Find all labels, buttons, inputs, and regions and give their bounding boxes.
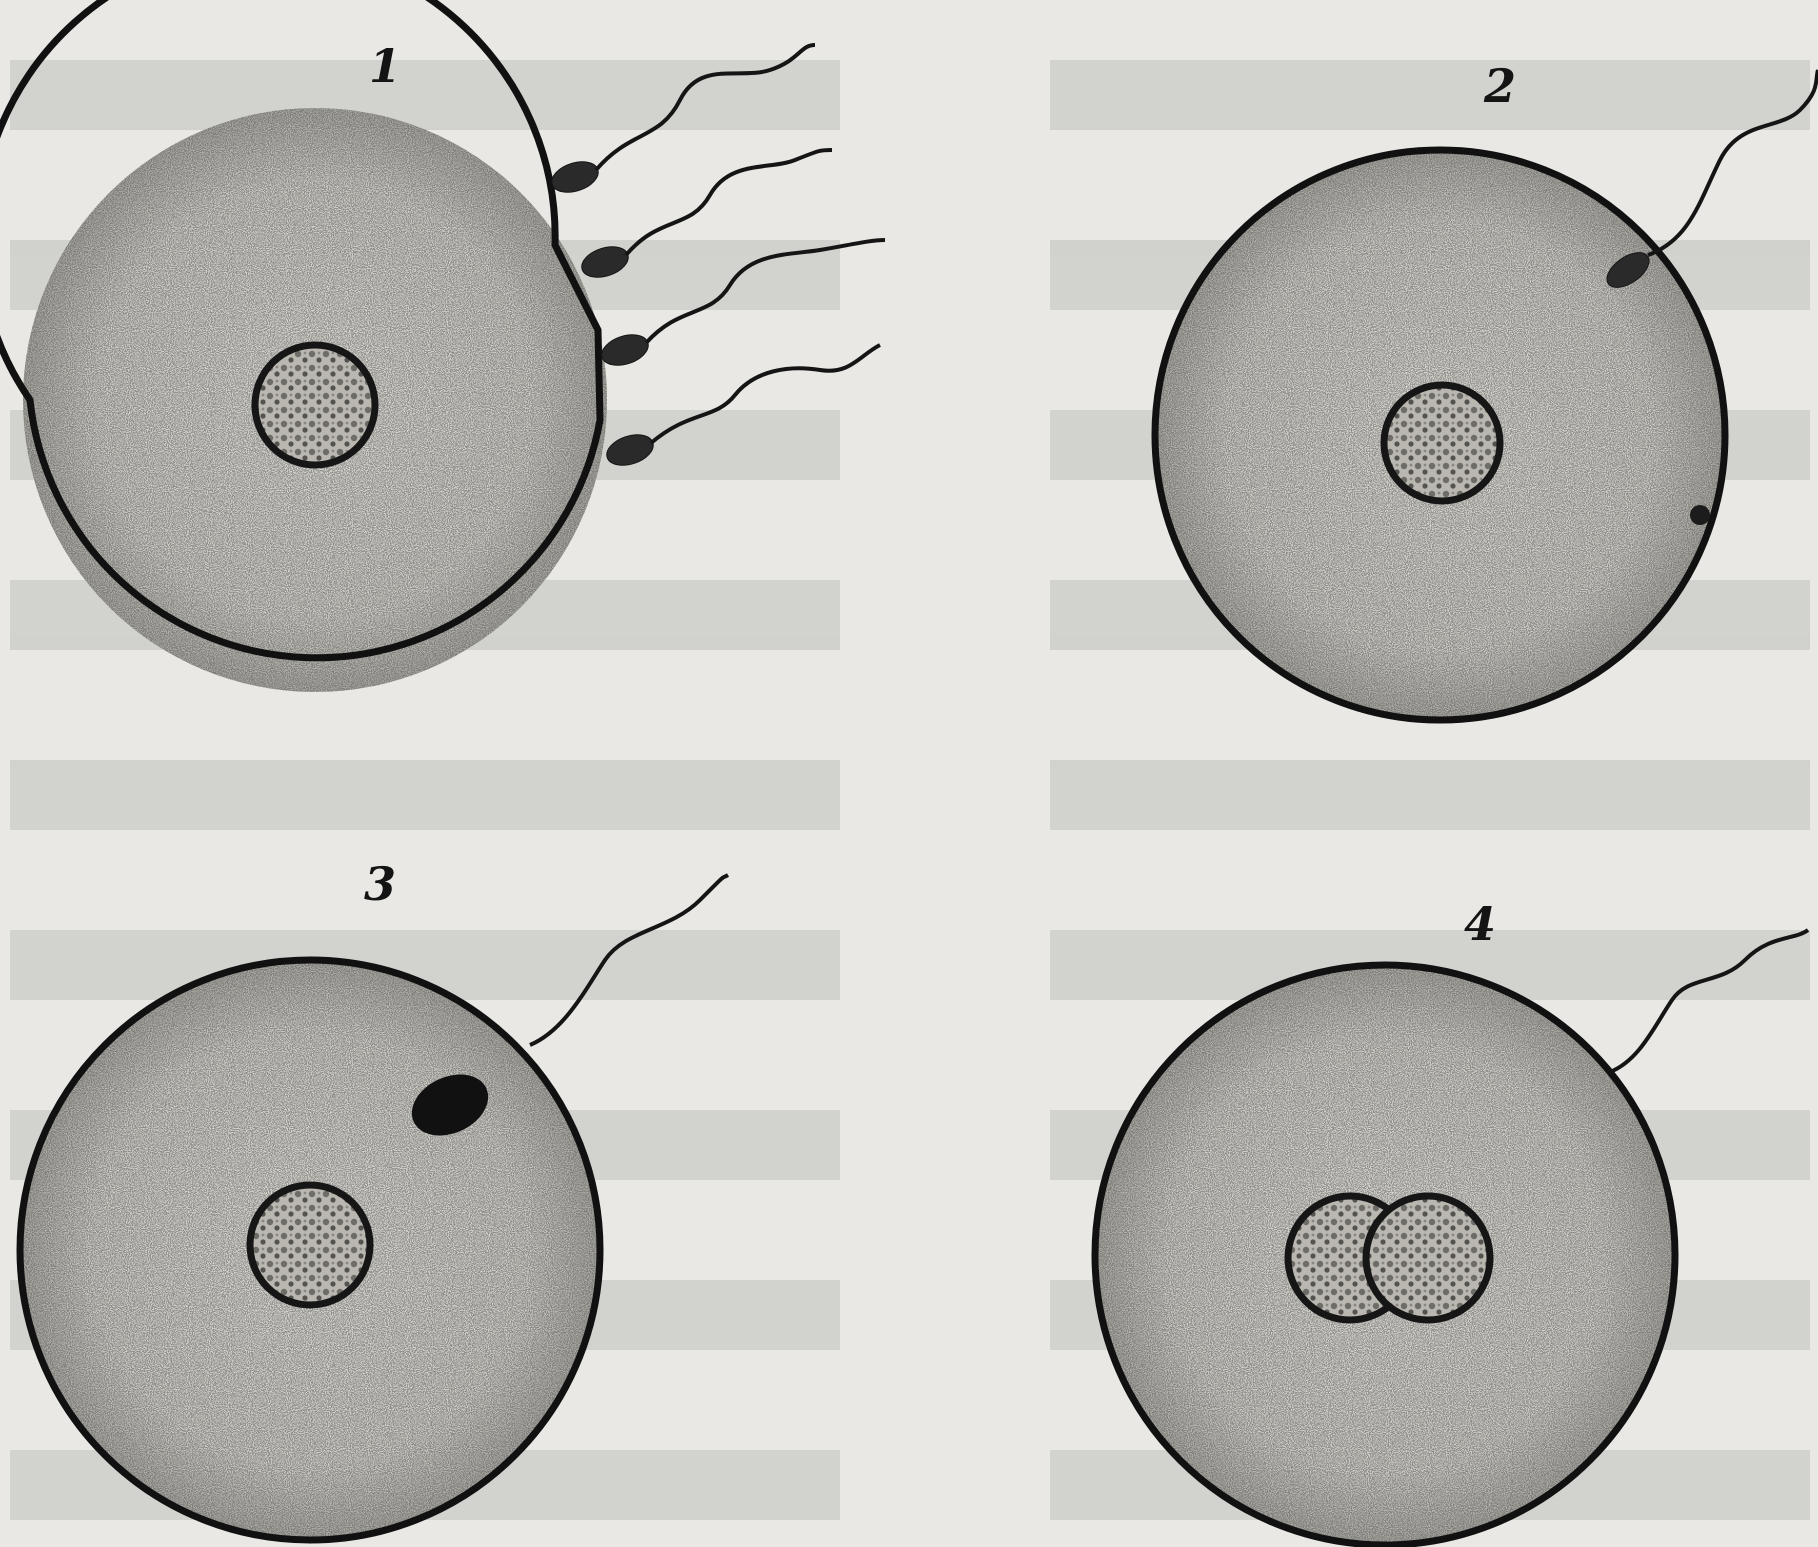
panel-4-fusing-nuclei	[1288, 1196, 1490, 1320]
panel-2-nucleus	[1384, 385, 1500, 501]
panel-2-surface-mark	[1690, 505, 1710, 525]
panel-2-label: 2	[1483, 59, 1516, 113]
panel-3-nucleus	[250, 1185, 370, 1305]
panel-1-nucleus	[255, 345, 375, 465]
panel-3-label: 3	[364, 857, 396, 911]
panel-4-label: 4	[1464, 897, 1496, 951]
panel-1-label: 1	[369, 39, 401, 93]
